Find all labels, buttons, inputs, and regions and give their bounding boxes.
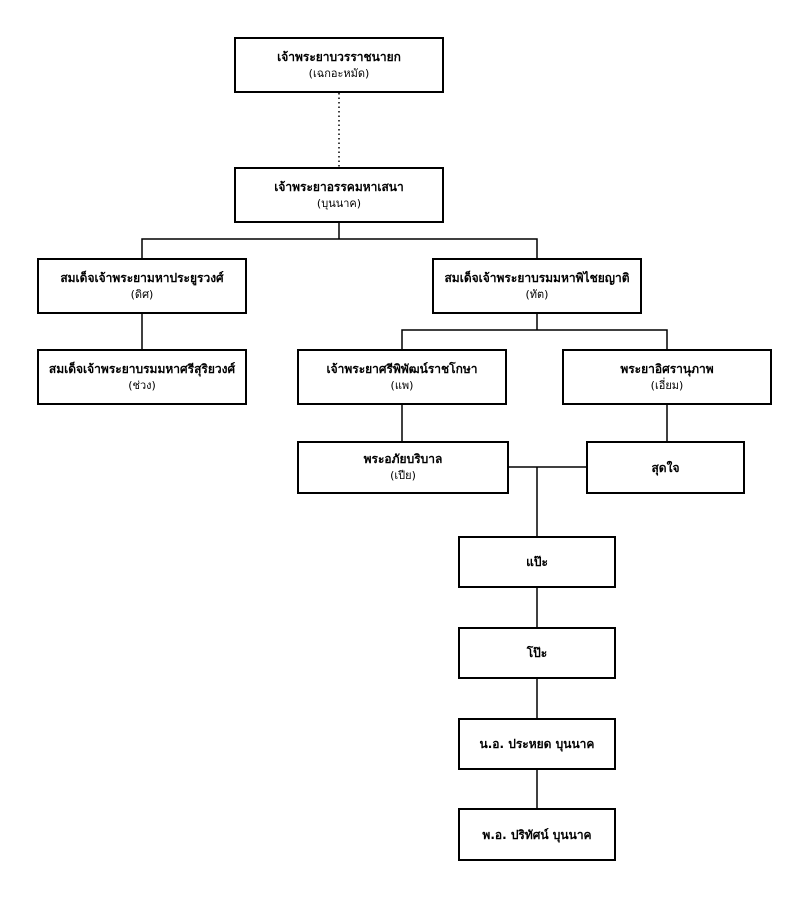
- node-subname: (แพ): [390, 378, 414, 392]
- node-name: เจ้าพระยาบวรราชนายก: [277, 49, 401, 64]
- node-subname: (เฉกอะหมัด): [308, 66, 370, 80]
- node-name: แป๊ะ: [526, 555, 548, 569]
- link-n4-children: [401, 314, 668, 349]
- node-subname: (เอี่ยม): [650, 378, 684, 392]
- marriage-link-n8-n9: [509, 466, 586, 536]
- node-name: พระอภัยบริบาล: [363, 452, 443, 467]
- node-name: พ.อ. ปริทัศน์ บุนนาค: [482, 827, 592, 842]
- node-subname: (ดิศ): [130, 287, 154, 301]
- node-subname: (ช่วง): [128, 378, 156, 392]
- node-phra-aphai-boriban: พระอภัยบริบาล (เปีย): [297, 441, 509, 494]
- node-prayad-bunnag: น.อ. ประหยด บุนนาค: [458, 718, 616, 770]
- node-maha-si-suriyawong: สมเด็จเจ้าพระยาบรมมหาศรีสุริยวงศ์ (ช่วง): [37, 349, 247, 405]
- node-maha-phichai-yat: สมเด็จเจ้าพระยาบรมมหาพิไชยญาติ (ทัต): [432, 258, 642, 314]
- node-name: สุดใจ: [651, 460, 680, 475]
- node-name: สมเด็จเจ้าพระยามหาประยูรวงศ์: [60, 270, 224, 285]
- node-name: เจ้าพระยาศรีพิพัฒน์ราชโกษา: [326, 361, 478, 376]
- node-subname: (ทัต): [525, 287, 549, 301]
- node-chao-phraya-akkhara-maha-sena: เจ้าพระยาอรรคมหาเสนา (บุนนาค): [234, 167, 444, 223]
- node-name: พระยาอิศรานุภาพ: [620, 361, 714, 376]
- node-si-phiphat-ratcha-kosa: เจ้าพระยาศรีพิพัฒน์ราชโกษา (แพ): [297, 349, 507, 405]
- node-subname: (เปีย): [390, 469, 416, 483]
- node-sudchai: สุดใจ: [586, 441, 745, 494]
- node-name: สมเด็จเจ้าพระยาบรมมหาพิไชยญาติ: [444, 270, 630, 285]
- node-name: น.อ. ประหยด บุนนาค: [479, 737, 595, 751]
- link-n2-children: [141, 223, 538, 258]
- node-po: โป๊ะ: [458, 627, 616, 679]
- node-name: สมเด็จเจ้าพระยาบรมมหาศรีสุริยวงศ์: [48, 361, 236, 376]
- node-phraya-itsaranuphap: พระยาอิศรานุภาพ (เอี่ยม): [562, 349, 772, 405]
- node-maha-prayurawong: สมเด็จเจ้าพระยามหาประยูรวงศ์ (ดิศ): [37, 258, 247, 314]
- node-pae: แป๊ะ: [458, 536, 616, 588]
- node-parithat-bunnag: พ.อ. ปริทัศน์ บุนนาค: [458, 808, 616, 861]
- node-chao-phraya-bowon-ratchanayok: เจ้าพระยาบวรราชนายก (เฉกอะหมัด): [234, 37, 444, 93]
- node-name: โป๊ะ: [526, 646, 548, 660]
- node-name: เจ้าพระยาอรรคมหาเสนา: [274, 179, 404, 194]
- node-subname: (บุนนาค): [316, 196, 362, 210]
